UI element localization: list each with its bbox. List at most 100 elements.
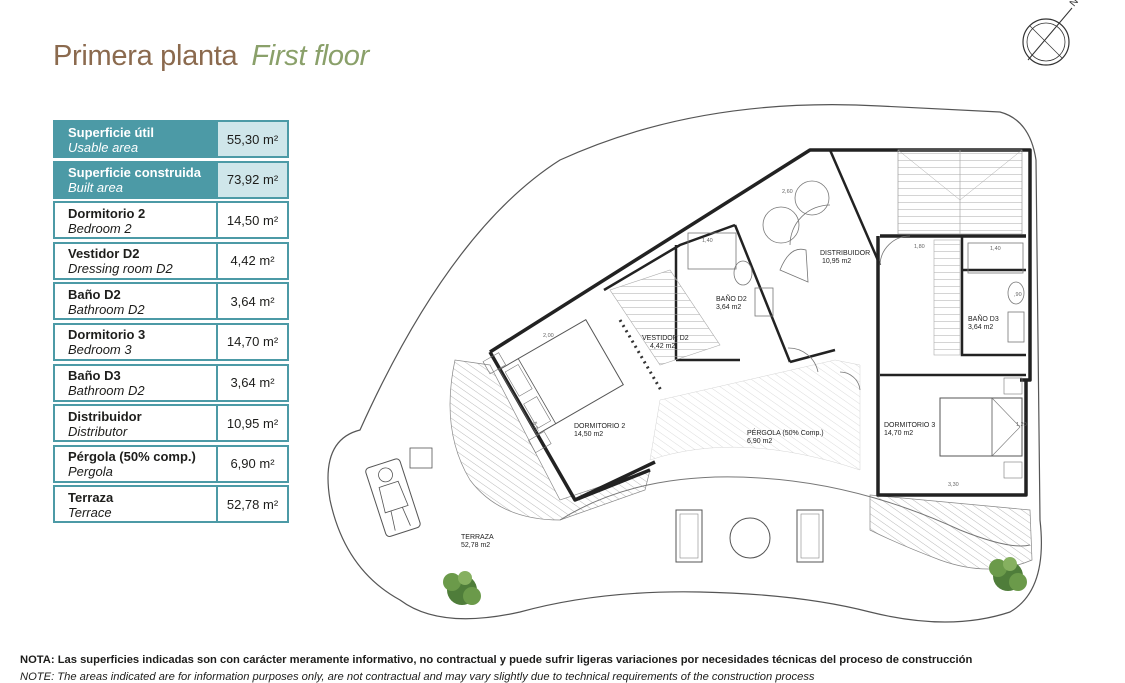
- round-table-icon: [729, 517, 771, 559]
- terrace-decking-right: [869, 494, 1033, 570]
- area-value: 6,90 m²: [216, 444, 289, 483]
- room-area-dormitorio-3: 14,70 m2: [884, 430, 913, 437]
- room-label-terraza: TERRAZA: [461, 534, 494, 541]
- room-area-terraza: 52,78 m2: [461, 542, 490, 549]
- bed-icon: [482, 319, 624, 454]
- pool-edge: [559, 476, 1031, 547]
- page-title: Primera planta First floor: [53, 40, 369, 73]
- area-label-es: Pérgola (50% comp.): [68, 449, 196, 465]
- room-label-vestidor-d2: VESTIDOR D2: [642, 335, 689, 342]
- area-label-en: Distributor: [68, 423, 128, 439]
- area-value: 10,95 m²: [216, 404, 289, 443]
- floor-plan: DISTRIBUIDOR 10,95 m2 BAÑO D2 3,64 m2 BA…: [327, 104, 1042, 623]
- bathtub-icon: [687, 232, 737, 270]
- area-label-en: Built area: [68, 180, 123, 196]
- plant-icon: [989, 557, 1027, 591]
- bathtub-icon: [967, 242, 1024, 274]
- room-label-bano-d2: BAÑO D2: [716, 294, 747, 303]
- sink-icon: [754, 287, 774, 317]
- bed-icon: [939, 377, 1023, 479]
- disclaimer-note-english: NOTE: The areas indicated are for inform…: [20, 671, 815, 683]
- area-label-en: Bathroom D2: [68, 383, 145, 399]
- wardrobe-d2: [609, 269, 721, 366]
- room-label-pergola: PÉRGOLA (50% Comp.): [747, 428, 824, 437]
- area-label-es: Dormitorio 3: [68, 327, 146, 343]
- title-spanish: Primera planta: [53, 40, 238, 72]
- area-label-en: Bedroom 3: [68, 342, 132, 358]
- room-label-distribuidor: DISTRIBUIDOR: [820, 250, 870, 257]
- area-label-en: Bathroom D2: [68, 301, 145, 317]
- lounger-person-icon: [365, 458, 421, 537]
- pergola-slats: [649, 359, 861, 471]
- sink-icon: [1007, 311, 1025, 343]
- sunbed-icon: [675, 509, 703, 563]
- area-label-es: Superficie construida: [68, 165, 201, 181]
- room-area-vestidor-d2: 4,42 m2: [650, 343, 675, 350]
- north-compass-icon: N: [1022, 0, 1081, 66]
- dimension-label: 1,40: [702, 238, 713, 244]
- area-label-es: Baño D2: [68, 286, 121, 302]
- door-swing: [879, 235, 911, 266]
- area-label-en: Terrace: [68, 504, 112, 520]
- hall-niche: [762, 206, 800, 244]
- plant-icon: [443, 571, 481, 605]
- dimension-label: 3,30: [948, 482, 959, 488]
- hall-niche: [794, 180, 830, 216]
- dimension-label: 2,60: [782, 189, 793, 195]
- room-area-dormitorio-2: 14,50 m2: [574, 431, 603, 438]
- area-value: 4,42 m²: [216, 241, 289, 280]
- area-label-es: Terraza: [68, 489, 114, 505]
- building-walls: [488, 148, 1032, 502]
- room-area-bano-d3: 3,64 m2: [968, 324, 993, 331]
- door-swing: [779, 248, 809, 283]
- dimension-label: 1,20: [1016, 422, 1027, 428]
- area-value: 14,50 m²: [216, 201, 289, 240]
- room-area-bano-d2: 3,64 m2: [716, 304, 741, 311]
- dimension-label: 1,80: [914, 244, 925, 250]
- terrace-decking: [449, 359, 651, 521]
- area-value: 3,64 m²: [216, 282, 289, 321]
- area-label-es: Dormitorio 2: [68, 205, 146, 221]
- terrace-outline: [327, 104, 1042, 623]
- area-value: 73,92 m²: [216, 160, 289, 199]
- dimension-label: 2,00: [543, 333, 554, 339]
- area-label-es: Vestidor D2: [68, 246, 140, 262]
- room-area-distribuidor: 10,95 m2: [822, 258, 851, 265]
- dimension-label: 1,40: [990, 246, 1001, 252]
- area-value: 14,70 m²: [216, 322, 289, 361]
- sunbed-icon: [796, 509, 824, 563]
- disclaimer-note: NOTA: Las superficies indicadas son con …: [20, 654, 973, 666]
- area-label-en: Bedroom 2: [68, 220, 132, 236]
- area-value: 52,78 m²: [216, 485, 289, 524]
- area-label-es: Baño D3: [68, 368, 121, 384]
- area-row-pergola: Pérgola (50% comp.)Pergola 6,90 m²: [53, 444, 289, 483]
- area-label-en: Pergola: [68, 464, 113, 480]
- toilet-icon: [1007, 281, 1025, 305]
- room-label-bano-d3: BAÑO D3: [968, 314, 999, 323]
- toilet-icon: [733, 260, 753, 286]
- compass-north-label: N: [1068, 0, 1081, 9]
- room-label-dormitorio-3: DORMITORIO 3: [884, 422, 935, 429]
- area-label-es: Superficie útil: [68, 124, 154, 140]
- door-swing: [787, 347, 819, 373]
- area-label-en: Usable area: [68, 139, 139, 155]
- area-value: 55,30 m²: [216, 120, 289, 158]
- sliding-rail: [618, 319, 664, 393]
- area-value: 3,64 m²: [216, 363, 289, 402]
- side-table-icon: [409, 447, 433, 469]
- door-swing: [789, 204, 831, 246]
- wardrobe-d3: [933, 239, 961, 356]
- room-area-pergola: 6,90 m2: [747, 438, 772, 445]
- area-label-es: Distribuidor: [68, 408, 142, 424]
- title-english: First floor: [251, 40, 369, 72]
